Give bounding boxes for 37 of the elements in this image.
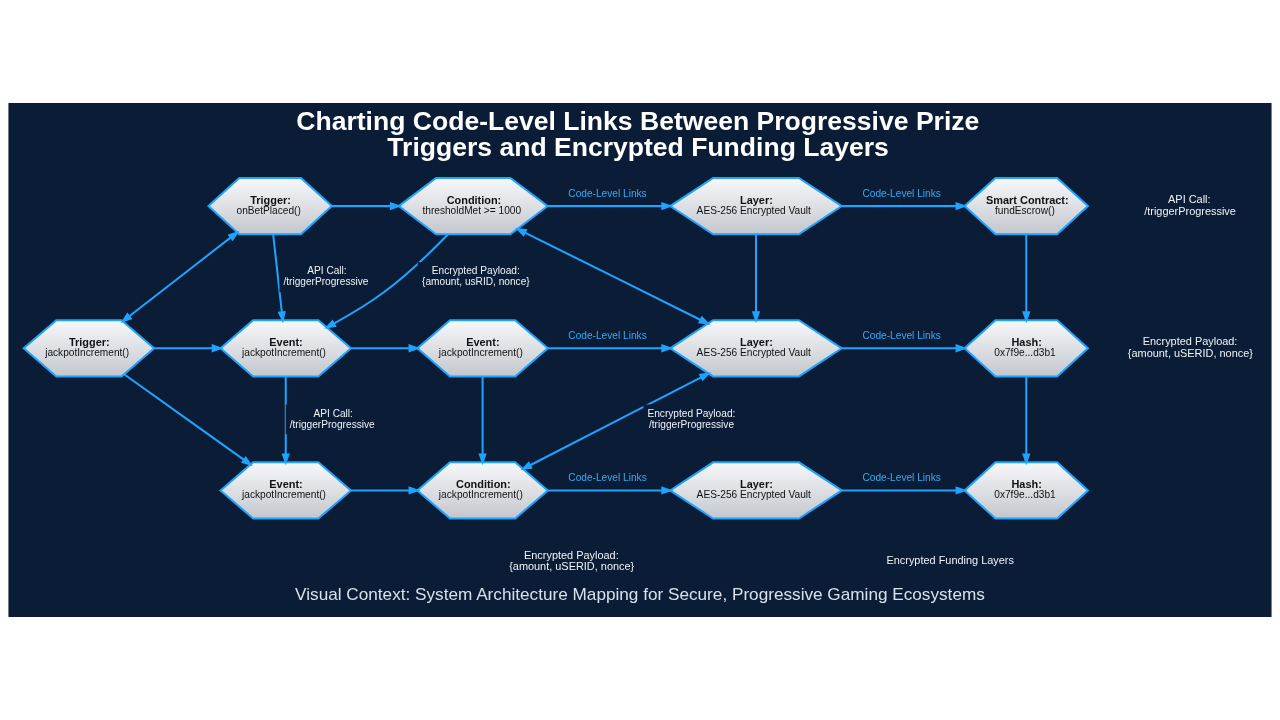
arrow: [272, 234, 286, 324]
label: Encrypted Payload: {amount, uSERID, nonce}: [509, 548, 635, 573]
edge-label: Encrypted Payload: {amount, usRID, nonce}: [422, 265, 530, 288]
edge-label: API Call: /triggerProgressive: [289, 407, 375, 430]
edge-label: Code-Level Links: [568, 188, 647, 200]
arrow: [1022, 376, 1031, 466]
edge-label: Encrypted Payload: /triggerProgressive: [647, 407, 736, 430]
label: Encrypted Funding Layers: [886, 554, 1014, 567]
arrow: [841, 344, 968, 353]
arrow: [478, 376, 487, 466]
arrow: [1022, 234, 1031, 324]
arrow: [520, 372, 712, 471]
label: API Call: /triggerProgressive: [1144, 193, 1236, 217]
edge-label: API Call: /triggerProgressive: [283, 265, 369, 288]
arrow: [332, 201, 402, 211]
edge-label: Code-Level Links: [862, 188, 941, 200]
label: Encrypted Payload: {amount, uSERID, nonce}: [1127, 335, 1253, 360]
arrow: [751, 234, 761, 324]
arrow: [547, 201, 674, 211]
arrow: [841, 486, 968, 495]
arrow: [123, 373, 253, 467]
arrow: [547, 486, 674, 495]
arrow: [514, 227, 711, 325]
edge-label: Code-Level Links: [862, 472, 941, 484]
arrow: [351, 344, 421, 353]
diagram-title: Charting Code-Level Links Between Progressive Prize Triggers and Encrypted Funding Layers: [296, 105, 980, 163]
arrow: [154, 344, 224, 353]
arrow: [281, 376, 290, 466]
caption: Visual Context: System Architecture Mapping for Secure, Progressive Gaming Ecosystems: [295, 583, 985, 604]
edge-label: Code-Level Links: [568, 330, 647, 342]
edge-label: Code-Level Links: [568, 472, 647, 484]
arrow: [547, 344, 674, 353]
arrow: [841, 201, 968, 211]
edge-label: Code-Level Links: [862, 330, 941, 342]
arrow: [120, 230, 240, 323]
arrow: [351, 486, 421, 495]
arrow: [324, 233, 449, 329]
